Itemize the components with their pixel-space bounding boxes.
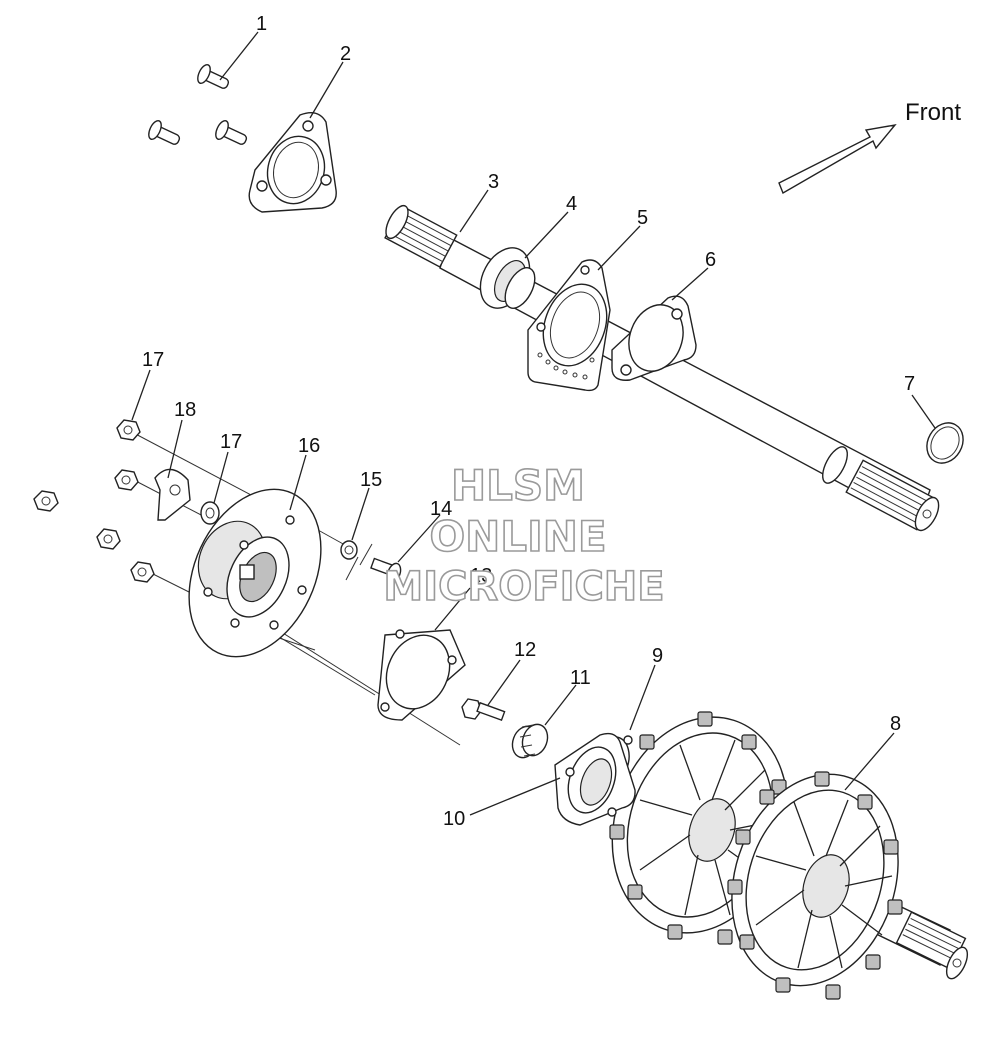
nut-part-17 (96, 419, 155, 583)
callout-12: 12 (514, 639, 536, 661)
watermark-line-1: HLSM (451, 461, 585, 510)
spacer-part-17 (200, 501, 220, 525)
callout-labels: 1 2 3 4 5 6 7 8 9 10 11 12 13 14 15 16 1… (142, 13, 915, 830)
callout-7: 7 (904, 373, 915, 395)
leader-lines (131, 31, 936, 816)
bracket-part-18 (154, 468, 191, 521)
watermark: HLSM ONLINE MICROFICHE (383, 460, 666, 611)
gasket-part-6 (611, 295, 697, 381)
callout-1: 1 (256, 13, 267, 35)
callout-10: 10 (443, 808, 465, 830)
callout-17-upper: 17 (142, 349, 164, 371)
callout-11: 11 (570, 667, 591, 689)
pinion-gear-part-11 (511, 723, 549, 759)
flange-plate-part-2 (248, 112, 337, 213)
watermark-line-3: MICROFICHE (383, 564, 664, 610)
callout-5: 5 (637, 207, 648, 229)
callout-6: 6 (705, 249, 716, 271)
callout-9: 9 (652, 645, 663, 667)
flange-part-10 (554, 732, 636, 826)
rivet-part-1 (148, 63, 248, 145)
nut-icon (33, 490, 59, 512)
callout-14: 14 (430, 498, 452, 520)
bearing-flange-part-5 (527, 259, 611, 392)
right-sprocket (727, 771, 903, 1000)
pin-part-14 (370, 557, 402, 584)
washer-part-15 (340, 540, 358, 560)
bolt-part-12 (461, 698, 506, 722)
callout-13: 13 (470, 565, 492, 587)
callout-15: 15 (360, 469, 382, 491)
callout-16: 16 (298, 435, 320, 457)
callout-4: 4 (566, 193, 577, 215)
front-label: Front (905, 99, 961, 126)
o-ring-part-7 (926, 422, 964, 464)
callout-3: 3 (488, 171, 499, 193)
callout-2: 2 (340, 43, 351, 65)
gasket-part-13 (377, 629, 466, 721)
sprocket-shaft-assembly-part-8 (579, 711, 969, 1000)
watermark-line-2: ONLINE (429, 512, 606, 561)
front-arrow-icon (778, 123, 897, 195)
callout-17-lower: 17 (220, 431, 242, 453)
hub-disc-part-16 (188, 488, 322, 658)
callout-8: 8 (890, 713, 901, 735)
bearing-part-4 (479, 247, 536, 309)
callout-18: 18 (174, 399, 196, 421)
